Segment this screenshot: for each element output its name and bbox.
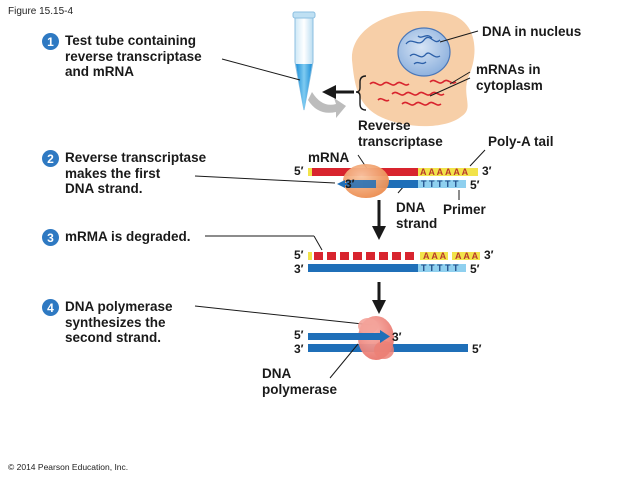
step-3-text: mRMA is degraded.	[65, 229, 191, 244]
step-1-badge: 1	[42, 33, 59, 50]
step4-three-prime-new: 3′	[392, 330, 402, 344]
step-3: 3 mRMA is degraded.	[42, 229, 191, 246]
step-4: 4 DNA polymerase synthesizes the second …	[42, 299, 173, 346]
step2-hybrid	[308, 164, 478, 198]
step3-poly-a-1: A A A	[423, 251, 447, 261]
nucleus	[397, 27, 451, 77]
label-dna-strand: DNA strand	[396, 200, 438, 231]
step-1-text: Test tube containing reverse transcripta…	[65, 33, 202, 79]
step2-three-prime-top: 3′	[482, 164, 492, 178]
step4-strands	[308, 316, 468, 360]
mrna-bracket	[355, 75, 367, 111]
step3-poly-a-2: A A A	[455, 251, 479, 261]
step-2-text: Reverse transcriptase makes the first DN…	[65, 150, 207, 196]
label-primer: Primer	[443, 202, 486, 217]
copyright: © 2014 Pearson Education, Inc.	[8, 462, 129, 472]
step3-three-prime-bottom: 3′	[294, 262, 304, 276]
step-1: 1 Test tube containing reverse transcrip…	[42, 33, 202, 80]
step4-three-prime-bottom: 3′	[294, 342, 304, 356]
label-reverse-transcriptase: Reverse transcriptase	[358, 118, 443, 149]
label-dna-polymerase: DNA polymerase	[262, 366, 338, 397]
step-4-text: DNA polymerase synthesizes the second st…	[65, 299, 173, 345]
step2-poly-a: A A A A A A	[420, 167, 469, 177]
step-4-badge: 4	[42, 299, 59, 316]
step2-poly-t: T T T T T	[421, 179, 459, 189]
process-arrows	[372, 200, 386, 314]
step3-three-prime-top: 3′	[484, 248, 494, 262]
step2-three-prime-new: 3′	[345, 177, 355, 191]
step3-poly-t: T T T T T	[421, 263, 459, 273]
step3-five-prime-top: 5′	[294, 248, 304, 262]
step-2-badge: 2	[42, 150, 59, 167]
step2-five-prime-bottom: 5′	[470, 178, 480, 192]
label-mrnas-in-cytoplasm: mRNAs in cytoplasm	[476, 62, 543, 93]
step-2: 2 Reverse transcriptase makes the first …	[42, 150, 206, 197]
step3-five-prime-bottom: 5′	[470, 262, 480, 276]
label-dna-in-nucleus: DNA in nucleus	[482, 24, 582, 39]
step2-five-prime-top: 5′	[294, 164, 304, 178]
pour-arrow	[308, 92, 346, 118]
leader-lines	[194, 30, 486, 326]
step3-strands	[308, 252, 480, 272]
figure-label: Figure 15.15-4	[8, 6, 74, 17]
step4-five-prime-bottom: 5′	[472, 342, 482, 356]
test-tube	[292, 11, 316, 111]
label-poly-a-tail: Poly-A tail	[488, 134, 554, 149]
step-3-badge: 3	[42, 229, 59, 246]
step4-five-prime-top: 5′	[294, 328, 304, 342]
label-mrna: mRNA	[308, 150, 350, 165]
